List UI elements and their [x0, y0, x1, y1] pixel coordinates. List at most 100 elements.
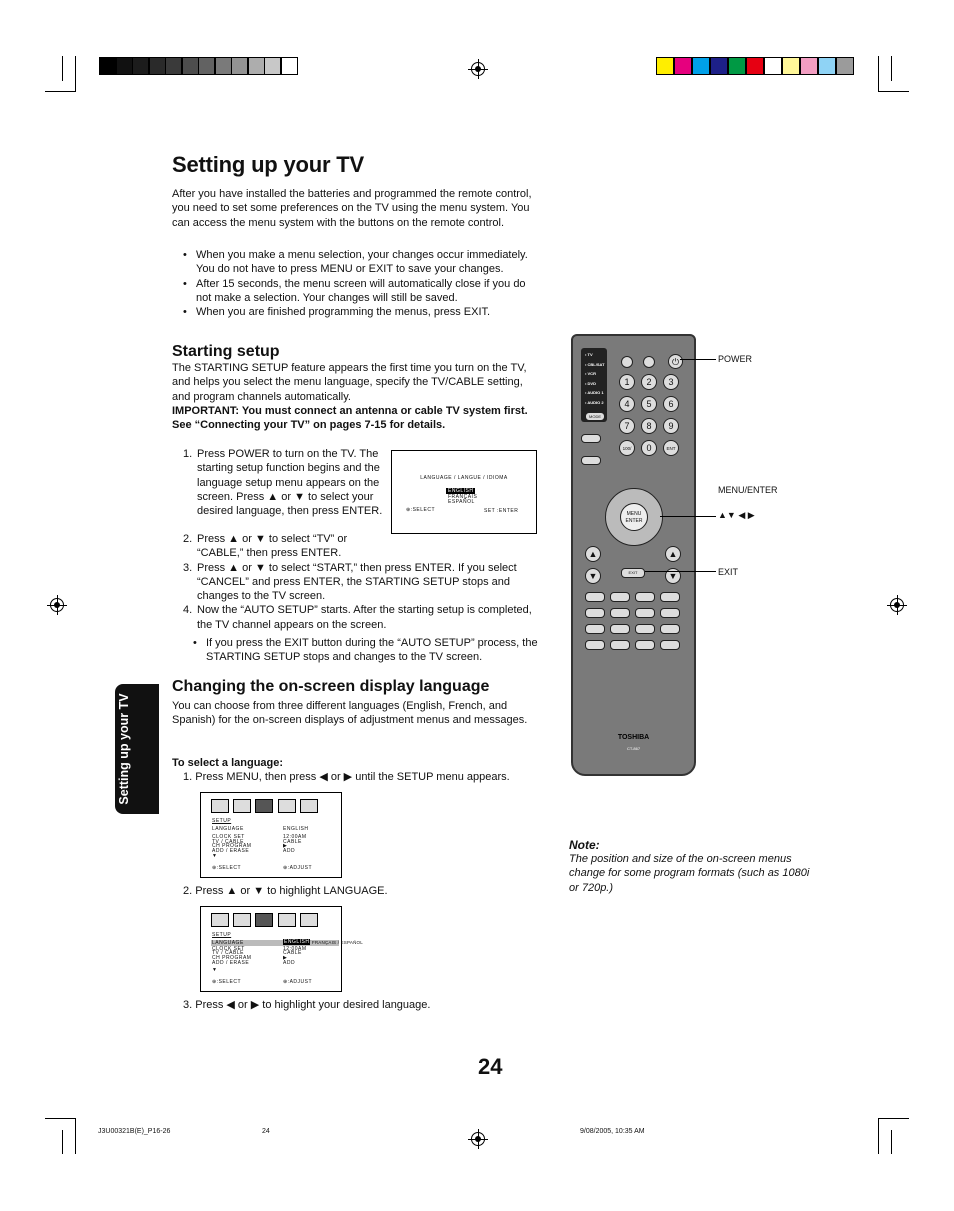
pic-size-button[interactable]: [581, 434, 601, 443]
setup-steps: 1.Press POWER to turn on the TV. The sta…: [183, 447, 391, 518]
digit-button[interactable]: ENT: [663, 440, 679, 456]
adjust-icon: ⊕: [283, 865, 288, 871]
setup-steps: 2.Press ▲ or ▼ to select “TV” or “CABLE,…: [183, 532, 543, 632]
mode-button[interactable]: MODE: [585, 412, 605, 421]
digit-button[interactable]: 0: [641, 440, 657, 456]
menu-value: ADD: [283, 848, 296, 855]
digit-button[interactable]: 2: [641, 374, 657, 390]
transport-button[interactable]: [610, 592, 630, 602]
transport-button[interactable]: [635, 640, 655, 650]
volume-down-button[interactable]: ▼: [665, 568, 681, 584]
menu-label: LANGUAGE: [212, 826, 244, 832]
action-button[interactable]: [581, 456, 601, 465]
mode-label: • AUDIO 1: [585, 390, 604, 395]
menu-label: CH PROGRAM: [212, 843, 252, 850]
gray-swatch: [280, 57, 298, 75]
volume-up-button[interactable]: ▲: [665, 546, 681, 562]
menu-value: ADD: [283, 959, 296, 966]
registration-mark-icon: [468, 1129, 488, 1149]
list-item: 3.Press ▲ or ▼ to select “START,” then p…: [183, 561, 517, 603]
digit-button[interactable]: 4: [619, 396, 635, 412]
digit-button[interactable]: 3: [663, 374, 679, 390]
menu-value: ENGLISH: [283, 826, 309, 832]
gray-swatch: [181, 57, 199, 75]
menu-enter-button[interactable]: MENU ENTER: [620, 503, 648, 531]
adjust-icon: ⊕: [283, 979, 288, 985]
footer-date: 9/08/2005, 10:35 AM: [580, 1128, 645, 1135]
more-indicator: ▼: [212, 853, 218, 859]
transport-button[interactable]: [660, 608, 680, 618]
transport-button[interactable]: [660, 592, 680, 602]
list-item: After 15 seconds, the menu screen will a…: [182, 277, 542, 306]
menu-value: CABLE: [283, 950, 302, 957]
digit-button[interactable]: 5: [641, 396, 657, 412]
gray-swatch: [148, 57, 166, 75]
language-step-1: 1. Press MENU, then press ◀ or ▶ until t…: [183, 771, 510, 783]
transport-button[interactable]: [635, 624, 655, 634]
transport-button[interactable]: [635, 608, 655, 618]
exit-button[interactable]: EXIT: [621, 568, 645, 578]
transport-button[interactable]: [585, 608, 605, 618]
menu-option: ESPAÑOL: [448, 499, 475, 505]
digit-button[interactable]: 8: [641, 418, 657, 434]
digit-button[interactable]: 6: [663, 396, 679, 412]
transport-button[interactable]: [585, 640, 605, 650]
crop-mark: [878, 1118, 879, 1154]
footer-page: 24: [262, 1128, 270, 1135]
crop-mark: [879, 91, 909, 92]
color-swatch: [746, 57, 764, 75]
color-swatch: [800, 57, 818, 75]
section-heading: Starting setup: [172, 343, 280, 360]
transport-button[interactable]: [610, 640, 630, 650]
color-swatch: [710, 57, 728, 75]
digit-button[interactable]: 7: [619, 418, 635, 434]
color-swatch: [836, 57, 854, 75]
light-button[interactable]: [621, 356, 633, 368]
adjust-hint: ⊕:ADJUST: [283, 865, 313, 871]
color-swatch: [728, 57, 746, 75]
adjust-hint: ⊕:ADJUST: [283, 979, 313, 985]
remote-control: • TV• CBL/SAT• VCR• DVD• AUDIO 1• AUDIO …: [571, 334, 696, 776]
transport-button[interactable]: [660, 640, 680, 650]
audio-icon: [233, 799, 251, 813]
remote-brand: TOSHIBA: [617, 734, 650, 741]
audio-icon: [233, 913, 251, 927]
power-button[interactable]: ⏻: [668, 354, 683, 369]
setup-icon: [255, 913, 273, 927]
language-menu-screen: LANGUAGE / LANGUE / IDIOMA ENGLISH FRANÇ…: [391, 450, 537, 534]
select-hint: ⊕:SELECT: [406, 507, 436, 513]
crop-mark: [891, 1130, 892, 1154]
menu-label: ADD / ERASE: [212, 959, 250, 966]
color-swatch: [674, 57, 692, 75]
menu-title: LANGUAGE / LANGUE / IDIOMA: [420, 475, 508, 481]
crop-mark: [62, 56, 63, 81]
channel-up-button[interactable]: ▲: [585, 546, 601, 562]
note-text: The position and size of the on-screen m…: [569, 853, 810, 894]
language-row-highlight: [211, 940, 339, 946]
step-bullet: If you press the EXIT button during the …: [192, 636, 542, 665]
select-icon: ⊕: [212, 865, 217, 871]
transport-button[interactable]: [610, 608, 630, 618]
mode-label: • CBL/SAT: [585, 361, 605, 367]
menu-label: CLOCK SET: [212, 945, 245, 952]
crop-mark: [45, 1118, 75, 1119]
select-hint: ⊕:SELECT: [212, 865, 242, 871]
digit-button[interactable]: 100/: [619, 440, 635, 456]
transport-button[interactable]: [635, 592, 655, 602]
digit-button[interactable]: 1: [619, 374, 635, 390]
menu-option: FRANÇAIS: [448, 494, 478, 500]
transport-button[interactable]: [585, 592, 605, 602]
crop-mark: [891, 56, 892, 81]
callout-exit: EXIT: [718, 567, 739, 577]
callout-arrows: ▲▼ ◀ ▶: [718, 510, 755, 520]
intro-paragraph: After you have installed the batteries a…: [172, 188, 532, 229]
sleep-button[interactable]: [643, 356, 655, 368]
digit-button[interactable]: 9: [663, 418, 679, 434]
transport-button[interactable]: [585, 624, 605, 634]
channel-down-button[interactable]: ▼: [585, 568, 601, 584]
menu-option-selected: ENGLISH: [446, 488, 476, 494]
transport-button[interactable]: [610, 624, 630, 634]
select-icon: ⊕: [406, 507, 411, 513]
transport-button[interactable]: [660, 624, 680, 634]
